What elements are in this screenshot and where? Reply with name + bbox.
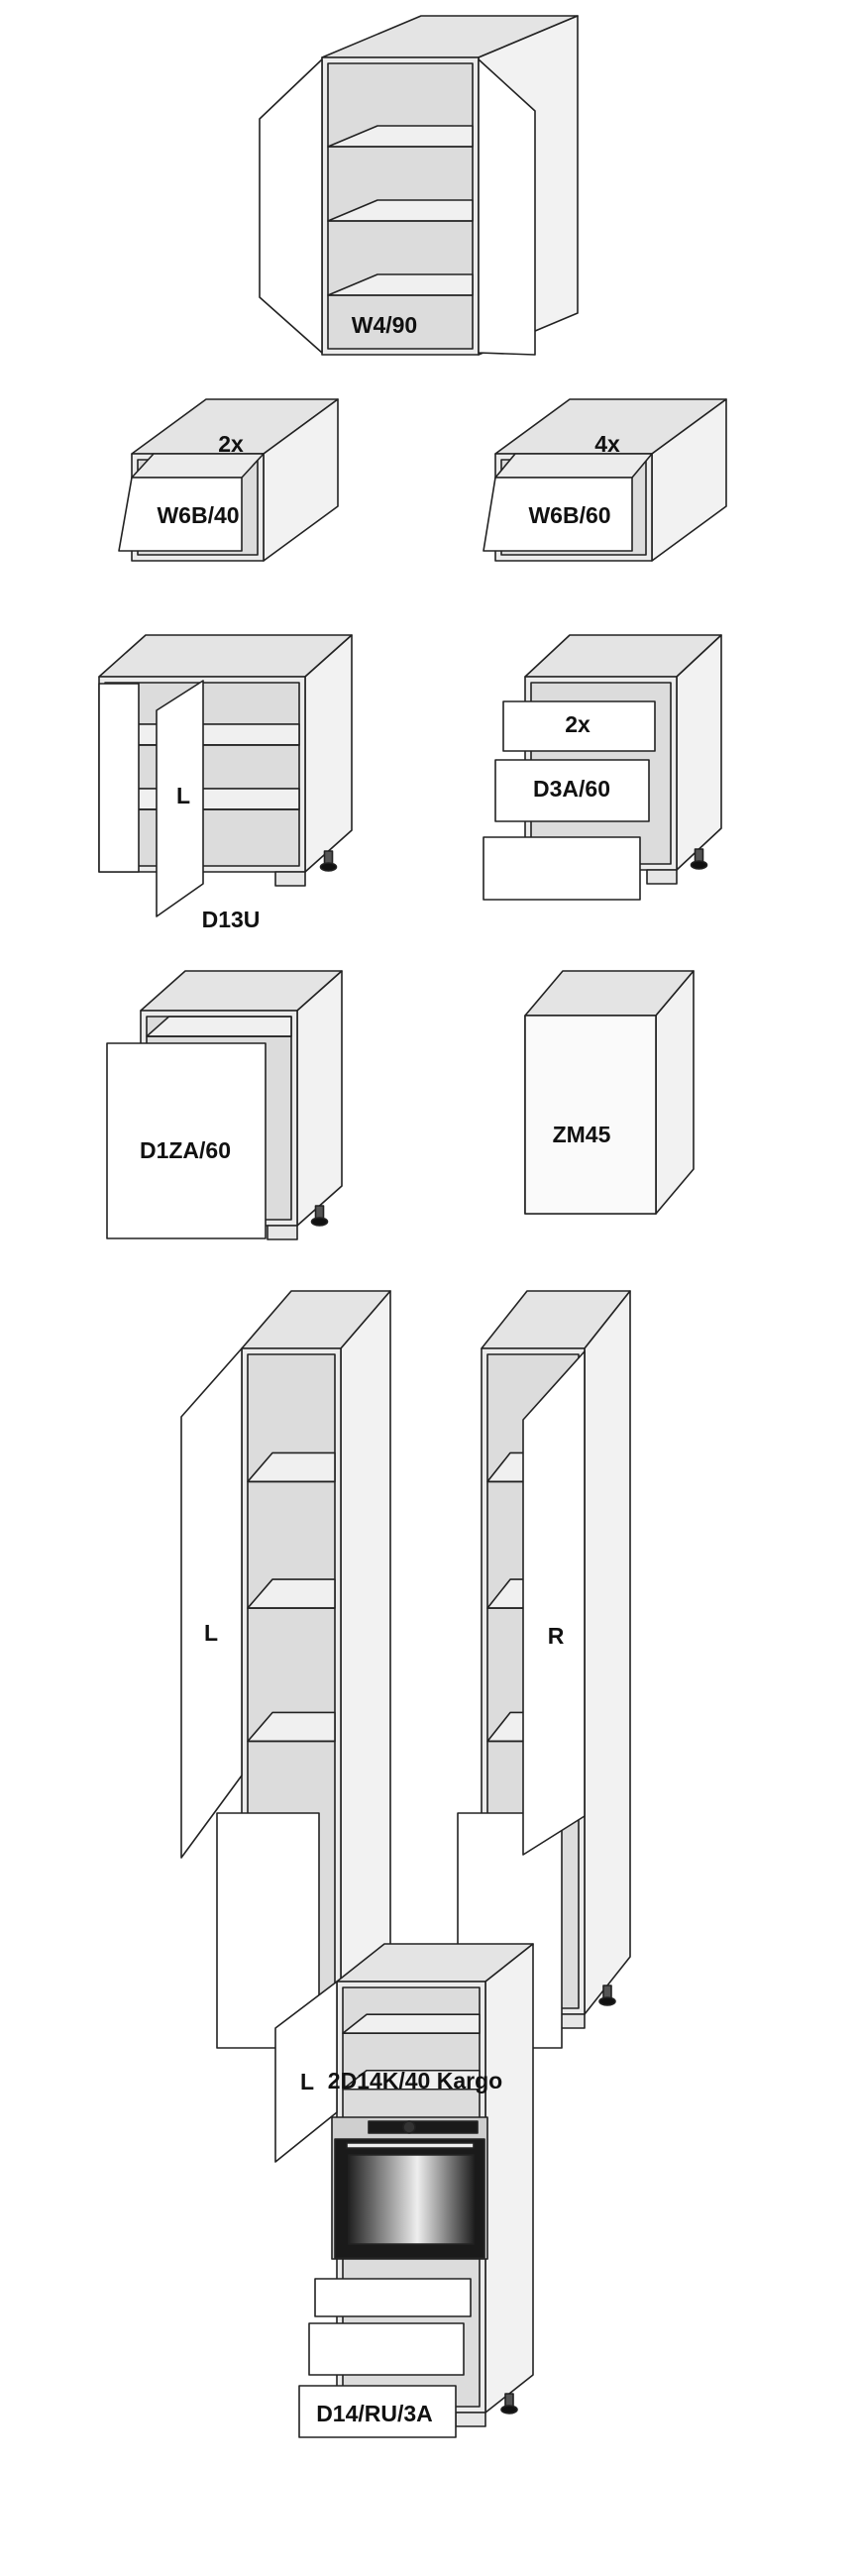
kargo-r-leg-foot <box>598 1996 616 2006</box>
kargo-r-side <box>584 1290 631 2015</box>
d14-ru-3a-leg-foot <box>500 2405 518 2415</box>
label-zm45: ZM45 <box>553 1122 611 1147</box>
d13u-plinth <box>274 871 306 887</box>
d3a-60-drawer-1 <box>502 700 656 752</box>
zm45-panel <box>524 1015 657 1215</box>
d1za-60-leg-foot <box>310 1217 329 1227</box>
kargo-r-door <box>522 1350 586 1856</box>
label-2d14k-40-kargo: 2D14K/40 Kargo <box>328 2068 502 2093</box>
d1za-60-shelf <box>146 1016 292 1037</box>
label-d13u: D13U <box>202 907 261 932</box>
d13u-fixed-panel <box>98 683 140 873</box>
door-side-right-kargo: R <box>548 1623 565 1649</box>
w4-90-right-door <box>478 58 536 356</box>
w4-90-left-door <box>259 58 323 354</box>
d14-ru-3a-shelf <box>342 2013 481 2034</box>
label-w4-90: W4/90 <box>352 312 417 338</box>
qty-w6b-40: 2x <box>218 431 244 457</box>
d1za-60-plinth <box>267 1225 298 1240</box>
qty-w6b-60: 4x <box>594 431 620 457</box>
d3a-60-drawer-2 <box>494 759 650 822</box>
oven-handle <box>346 2142 475 2149</box>
kargo-l-door <box>180 1347 243 1859</box>
oven-knob-icon <box>402 2120 416 2134</box>
label-d1za-60: D1ZA/60 <box>140 1137 231 1163</box>
w6b-60-flap-top <box>494 453 653 479</box>
oven-window <box>348 2154 475 2245</box>
d3a-60-leg-foot <box>690 860 708 870</box>
oven-control-panel <box>368 2120 479 2134</box>
w6b-40-flap <box>118 477 243 552</box>
d14-door <box>274 1981 338 2163</box>
d14-drawer-2 <box>308 2322 465 2376</box>
d1za-60-drawer-front <box>106 1042 267 1239</box>
kargo-l-side <box>340 1290 391 2015</box>
d13u-door <box>156 680 204 917</box>
door-side-d14: L <box>300 2069 314 2094</box>
d1za-60-side <box>296 970 343 1227</box>
label-d3a-60: D3A/60 <box>533 776 610 802</box>
d3a-60-plinth <box>646 869 678 885</box>
qty-d3a-60: 2x <box>565 711 591 737</box>
door-side-d13u: L <box>176 783 190 808</box>
d14-ru-3a-side <box>484 1943 534 2414</box>
label-w6b-40: W6B/40 <box>157 502 239 528</box>
d3a-60-side <box>676 634 722 871</box>
d14-ru-3a-plinth <box>455 2412 486 2427</box>
label-w6b-60: W6B/60 <box>528 502 610 528</box>
d3a-60-drawer-3 <box>483 836 641 901</box>
d14-drawer-3 <box>298 2385 457 2438</box>
d14-drawer-1 <box>314 2278 472 2317</box>
d13u-leg-foot <box>319 862 338 872</box>
w6b-60-flap <box>483 477 633 552</box>
door-side-left-kargo: L <box>204 1620 218 1646</box>
w6b-40-flap-top <box>131 453 265 479</box>
d13u-side <box>304 634 353 873</box>
label-d14-ru-3a: D14/RU/3A <box>316 2401 433 2426</box>
